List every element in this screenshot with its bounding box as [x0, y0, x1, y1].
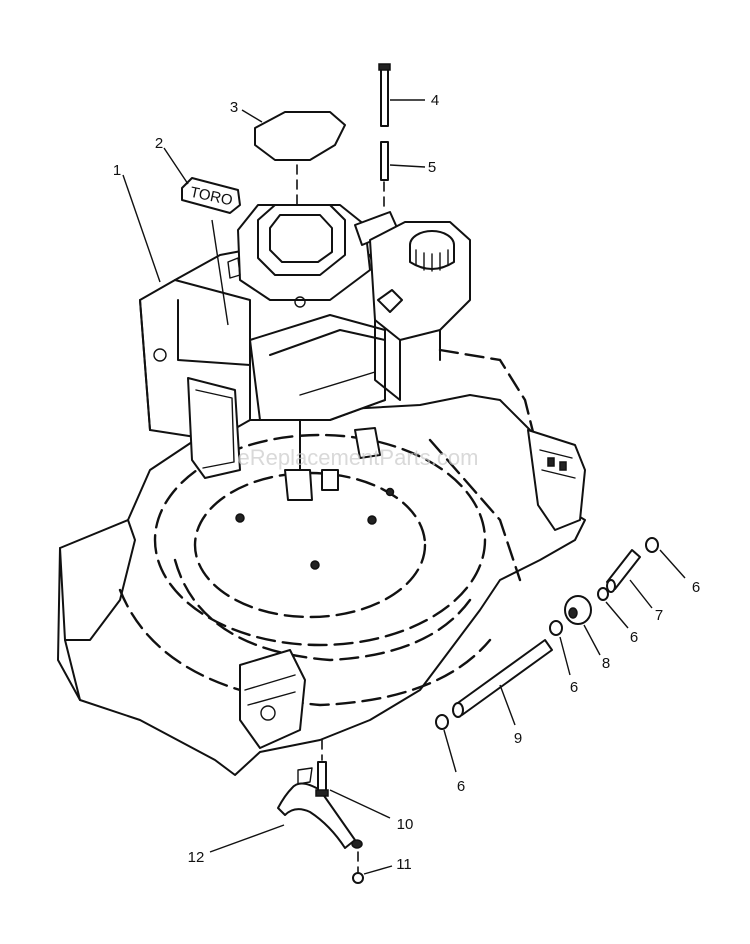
callout-6-bottom: 6 [457, 778, 465, 795]
hose-assembly [435, 537, 659, 730]
short-stud [380, 141, 389, 211]
callouts: 1 2 3 4 5 6 7 6 8 6 9 6 10 [113, 92, 700, 875]
bottom-bracket [277, 739, 364, 884]
callout-2: 2 [155, 135, 163, 152]
engine [139, 204, 471, 501]
toro-decal: TORO [181, 177, 241, 214]
long-bolt [378, 63, 391, 127]
callout-11: 11 [396, 856, 412, 873]
callout-3: 3 [230, 99, 238, 116]
callout-12: 12 [188, 849, 205, 866]
callout-5: 5 [428, 159, 436, 176]
watermark-text: eReplacementParts.com [238, 445, 479, 470]
callout-1: 1 [113, 162, 121, 179]
callout-6-mid: 6 [630, 629, 638, 646]
mower-deck [57, 348, 586, 776]
callout-6-low: 6 [570, 679, 578, 696]
callout-8: 8 [602, 655, 610, 672]
callout-7: 7 [655, 607, 663, 624]
callout-9: 9 [514, 730, 522, 747]
callout-10: 10 [397, 816, 414, 833]
air-filter-element [254, 111, 346, 206]
callout-4: 4 [431, 92, 439, 109]
callout-6-top: 6 [692, 579, 700, 596]
